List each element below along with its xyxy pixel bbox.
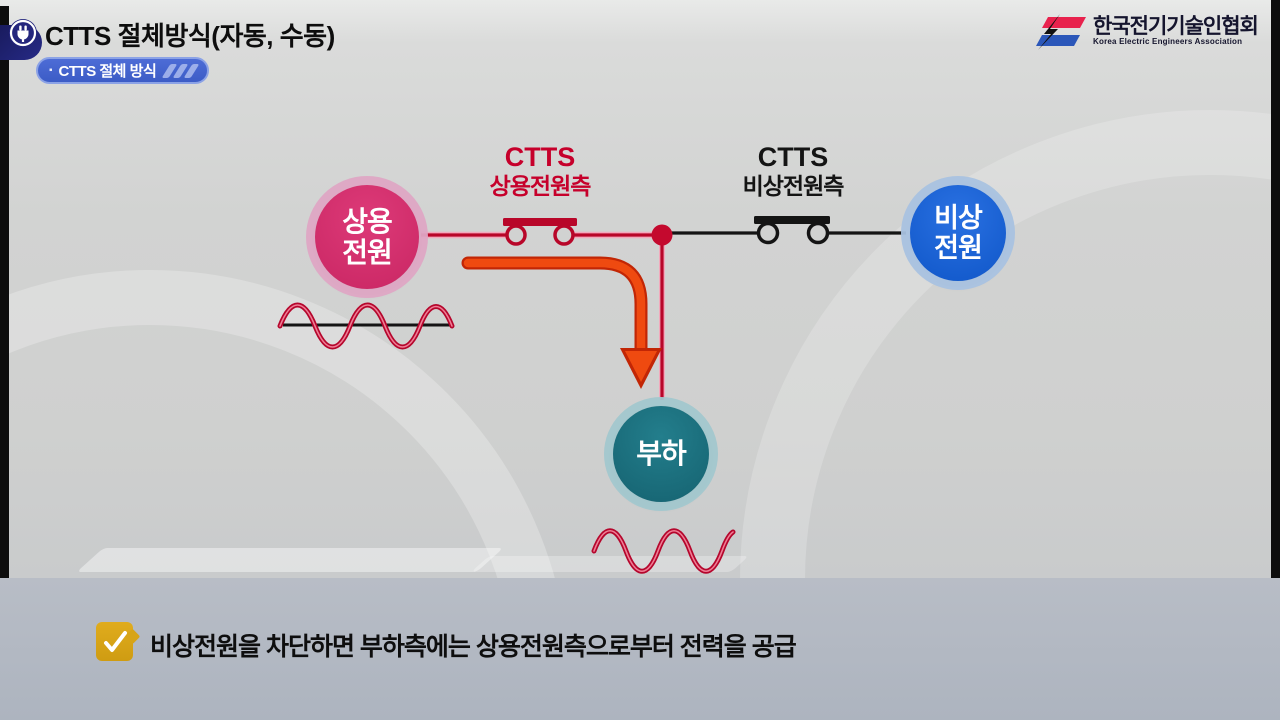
badge-stripes-decoration: [161, 63, 200, 78]
switch-normal-closed: [503, 218, 577, 246]
node-load: 부하: [613, 406, 709, 502]
page-title: CTTS 절체방식(자동, 수동): [45, 21, 335, 51]
footer-note-text: 비상전원을 차단하면 부하측에는 상용전원측으로부터 전력을 공급: [150, 633, 797, 661]
ctts-emergency-label: CTTS 비상전원측: [742, 142, 845, 200]
left-edge-bar: [0, 6, 9, 578]
brand-name-kr: 한국전기기술인협회: [1093, 15, 1259, 39]
ctts-normal-subtitle: 상용전원측: [489, 173, 592, 200]
background-streak: [76, 548, 504, 572]
ctts-normal-title: CTTS: [504, 142, 576, 172]
junction-dot: [651, 224, 673, 246]
ctts-normal-label: CTTS 상용전원측: [489, 142, 592, 200]
node-normal-source: 상용 전원: [315, 185, 419, 289]
background-streak2: [471, 556, 749, 572]
plug-icon: [9, 19, 37, 47]
brand-logo: 한국전기기술인협회 Korea Electric Engineers Assoc…: [1030, 14, 1259, 50]
brand-text: 한국전기기술인협회 Korea Electric Engineers Assoc…: [1093, 15, 1259, 47]
footer-band: 비상전원을 차단하면 부하측에는 상용전원측으로부터 전력을 공급: [0, 578, 1280, 720]
power-flow-arrow: [461, 256, 662, 389]
check-icon: [96, 622, 133, 661]
node-emergency-line2: 전원: [934, 233, 983, 263]
ctts-emergency-subtitle: 비상전원측: [742, 173, 845, 200]
brand-mark-icon: [1036, 14, 1086, 50]
ctts-emergency-title: CTTS: [757, 142, 829, 172]
badge-bullet: ▪: [49, 65, 53, 76]
section-badge: ▪ CTTS 절체 방식: [36, 57, 210, 84]
node-emergency-line1: 비상: [934, 202, 983, 233]
node-normal-line2: 전원: [342, 237, 393, 268]
node-load-label: 부하: [636, 438, 687, 470]
right-edge-bar: [1271, 0, 1280, 578]
node-normal-line1: 상용: [342, 205, 393, 237]
switch-emergency-closed: [754, 216, 830, 245]
badge-label: CTTS 절체 방식: [58, 63, 157, 80]
node-emergency-source: 비상 전원: [910, 185, 1006, 281]
brand-name-en: Korea Electric Engineers Association: [1093, 37, 1243, 47]
